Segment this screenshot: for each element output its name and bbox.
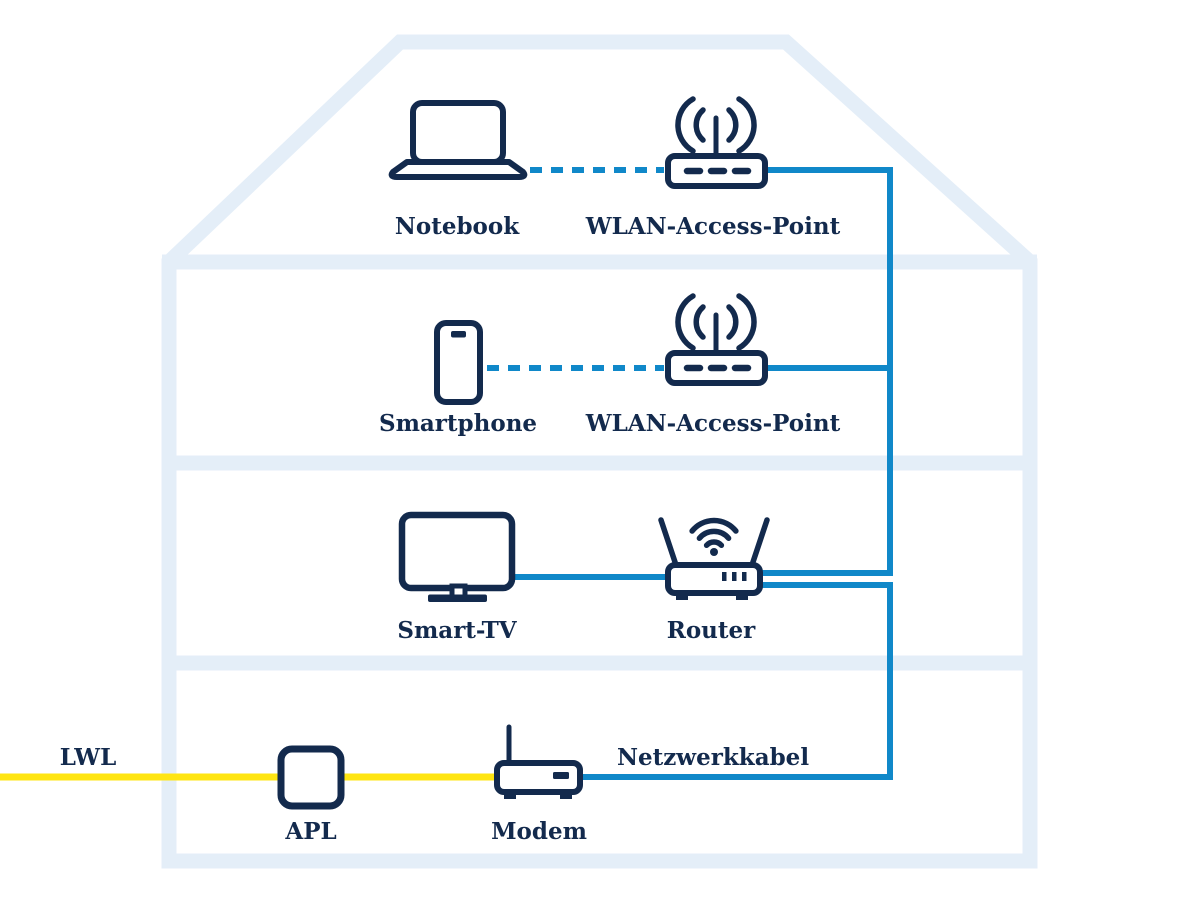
modem-icon [494, 724, 583, 799]
router-label: Router [667, 617, 756, 644]
modem-label: Modem [491, 818, 587, 845]
router-icon [658, 517, 770, 600]
apl-label: APL [284, 818, 336, 845]
smartphone-label: Smartphone [379, 410, 537, 437]
wlan-access-point-label: WLAN-Access-Point [585, 213, 841, 240]
smart-tv-label: Smart-TV [397, 617, 517, 644]
lwl-label: LWL [60, 744, 117, 771]
notebook-icon [388, 100, 528, 180]
wlan-access-point-icon [668, 296, 765, 383]
notebook-label: Notebook [395, 213, 520, 240]
wlan-access-point-2-label: WLAN-Access-Point [585, 410, 841, 437]
apl-icon [277, 745, 345, 810]
smartphone-icon [434, 320, 483, 405]
smart-tv-icon [398, 511, 516, 602]
house-outline [161, 34, 1038, 869]
netzwerkkabel-label: Netzwerkkabel [617, 744, 809, 771]
network-cable-riser [762, 167, 893, 576]
network-cable-router-modem [560, 582, 893, 780]
house-perimeter [161, 34, 1038, 869]
wlan-access-point-icon [668, 99, 765, 186]
